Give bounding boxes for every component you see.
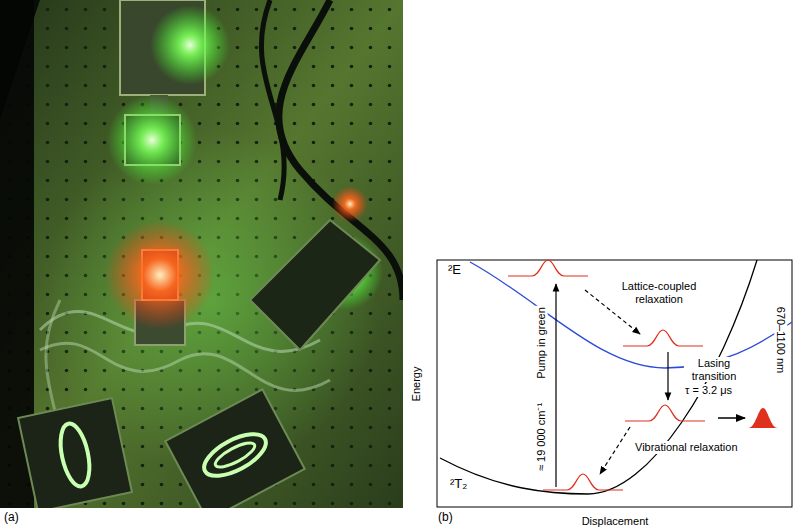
process-label: Lattice-coupled relaxation <box>612 280 706 305</box>
panel-letter: (b) <box>438 511 453 525</box>
mirror-glow <box>198 426 272 484</box>
mirror-mount <box>165 389 304 508</box>
state-label: ²T₂ <box>449 477 468 492</box>
process-label: Vibrational relaxation <box>634 441 739 454</box>
wavepacket <box>543 474 623 490</box>
process-label: Pump in green <box>535 306 548 380</box>
energy-value: ≈ 19 000 cm⁻¹ <box>535 402 548 472</box>
wavepacket <box>623 330 703 346</box>
emission-arrow <box>718 417 745 419</box>
excited-state-curve <box>470 262 792 368</box>
green-spot <box>150 5 230 85</box>
process-label: Lasing transition <box>684 357 744 382</box>
mirror-glow <box>212 438 257 471</box>
axis-label: Displacement <box>582 515 649 528</box>
cable <box>261 0 284 200</box>
wavepacket <box>625 405 705 421</box>
lifetime-label: τ = 3.2 μs <box>684 384 733 397</box>
axis-label: Energy <box>410 367 423 402</box>
mirror-glow <box>56 421 95 489</box>
mirror-mount <box>18 398 132 508</box>
panel-letter: (a) <box>4 511 19 525</box>
tube <box>40 343 330 390</box>
state-label: ²E <box>447 263 462 278</box>
mirror-mount <box>250 220 380 350</box>
plot-frame <box>437 260 792 507</box>
relaxation-arrow <box>600 427 630 474</box>
emission-spectrum <box>748 408 778 428</box>
red-spot <box>332 186 368 222</box>
wavepacket <box>508 260 588 276</box>
wavelength-range: 670–1100 nm <box>775 306 788 374</box>
ground-state-curve <box>440 260 757 494</box>
green-spot <box>107 95 197 185</box>
lasing-arrow <box>667 352 668 400</box>
pump-arrow <box>555 284 556 487</box>
crystal-glow <box>105 220 215 330</box>
